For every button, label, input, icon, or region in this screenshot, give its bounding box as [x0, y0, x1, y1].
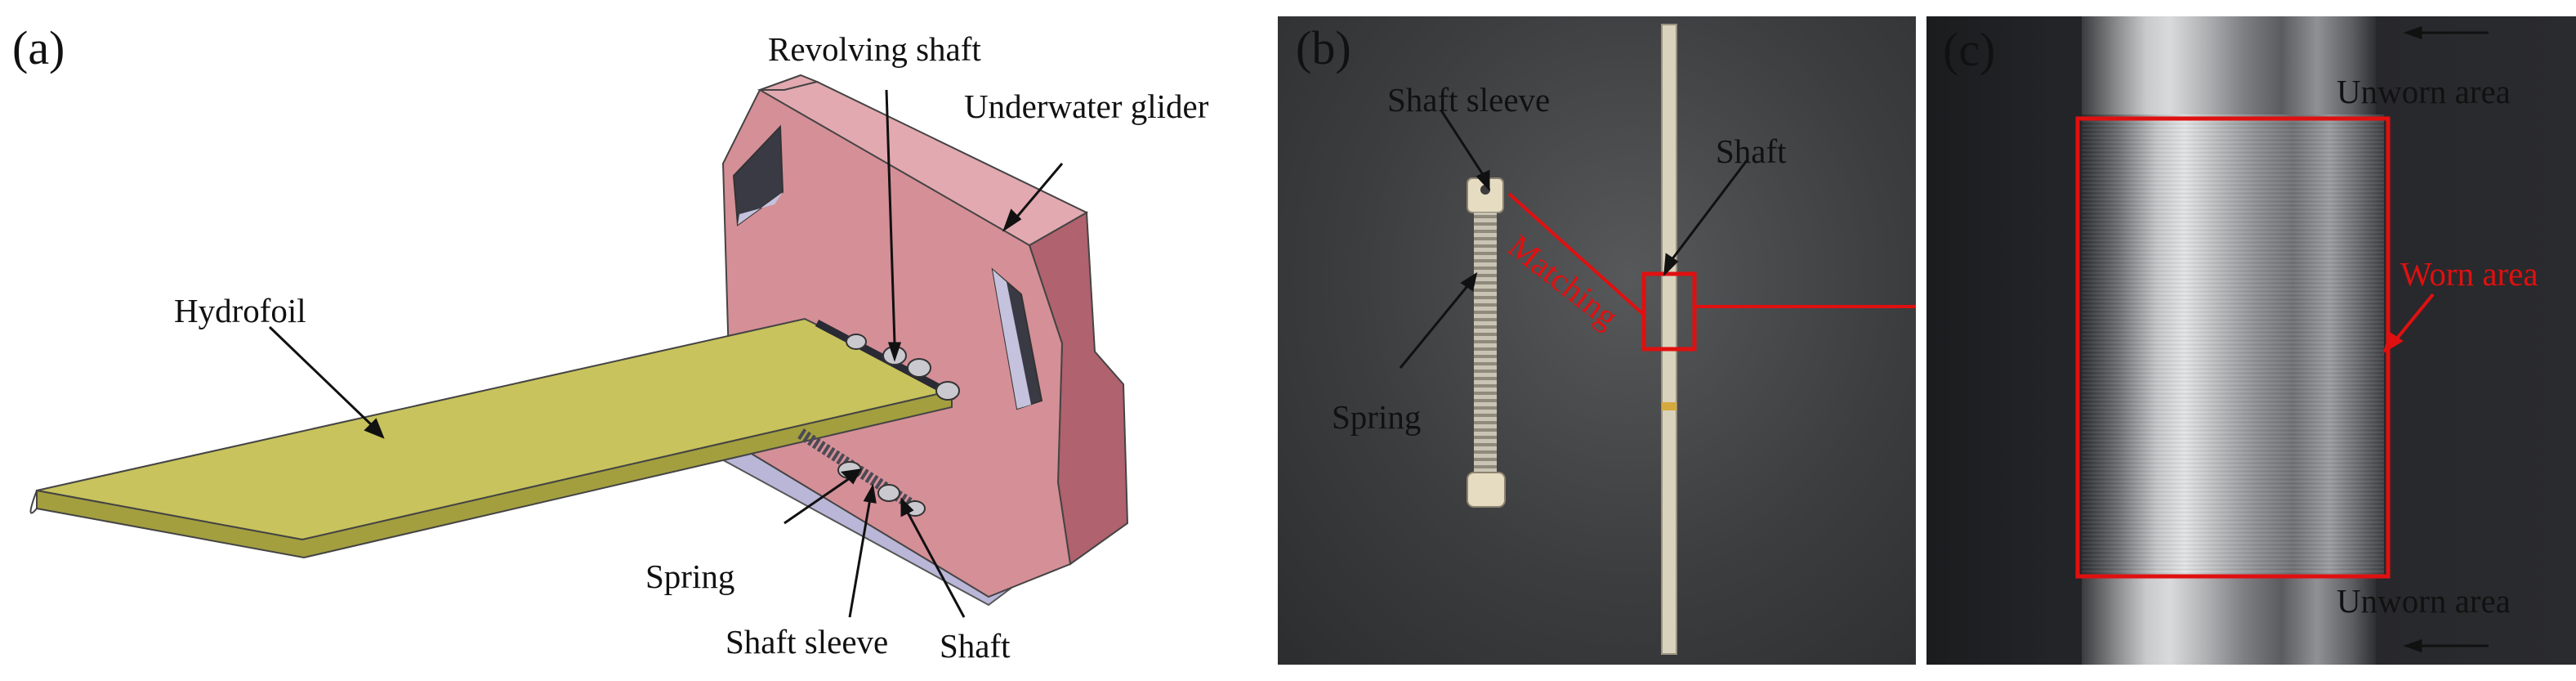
panel-a: (a) Revolving shaft Underwater glider Hy…	[0, 0, 1275, 681]
panel-tag-a: (a)	[12, 21, 65, 74]
worn-surface	[2082, 114, 2384, 576]
matching-box	[1641, 271, 1697, 352]
label-b-shaft: Shaft	[1716, 132, 1787, 170]
panel-tag-b: (b)	[1296, 21, 1351, 74]
label-c-worn: Worn area	[2400, 255, 2538, 293]
label-shaft-sleeve: Shaft sleeve	[725, 623, 889, 661]
glider-window-right-inner	[993, 270, 1031, 409]
panel-b-photo: (b) Shaft sleeve Shaft Matching Spring	[1278, 16, 1916, 665]
cad-assembly-drawing	[29, 74, 1129, 618]
sleeve-bottom	[1467, 472, 1506, 508]
shaft-and-spring-photo	[1399, 24, 1916, 655]
glider-top-corner	[759, 74, 820, 91]
panel-tag-c: (c)	[1943, 23, 1996, 76]
label-c-unworn-bottom: Unworn area	[2337, 582, 2511, 620]
label-shaft: Shaft	[940, 627, 1011, 665]
worn-area-box	[2075, 116, 2391, 579]
hydrofoil-tip	[29, 490, 38, 514]
worn-area-overlay	[2075, 25, 2489, 653]
label-b-shaft-sleeve: Shaft sleeve	[1387, 81, 1551, 119]
spring-hardware	[797, 428, 926, 517]
panel-c-photo: (c) Unworn area Worn area Unworn area	[1926, 16, 2576, 665]
glider-window-top-inner	[738, 192, 783, 225]
revolving-shaft-hardware	[815, 320, 960, 401]
label-hydrofoil: Hydrofoil	[174, 292, 306, 329]
label-spring: Spring	[645, 558, 735, 595]
label-c-unworn-top: Unworn area	[2337, 73, 2511, 110]
label-revolving-shaft: Revolving shaft	[768, 30, 981, 68]
long-shaft	[1661, 24, 1677, 655]
label-underwater-glider: Underwater glider	[964, 87, 1209, 125]
label-b-spring: Spring	[1332, 398, 1422, 436]
